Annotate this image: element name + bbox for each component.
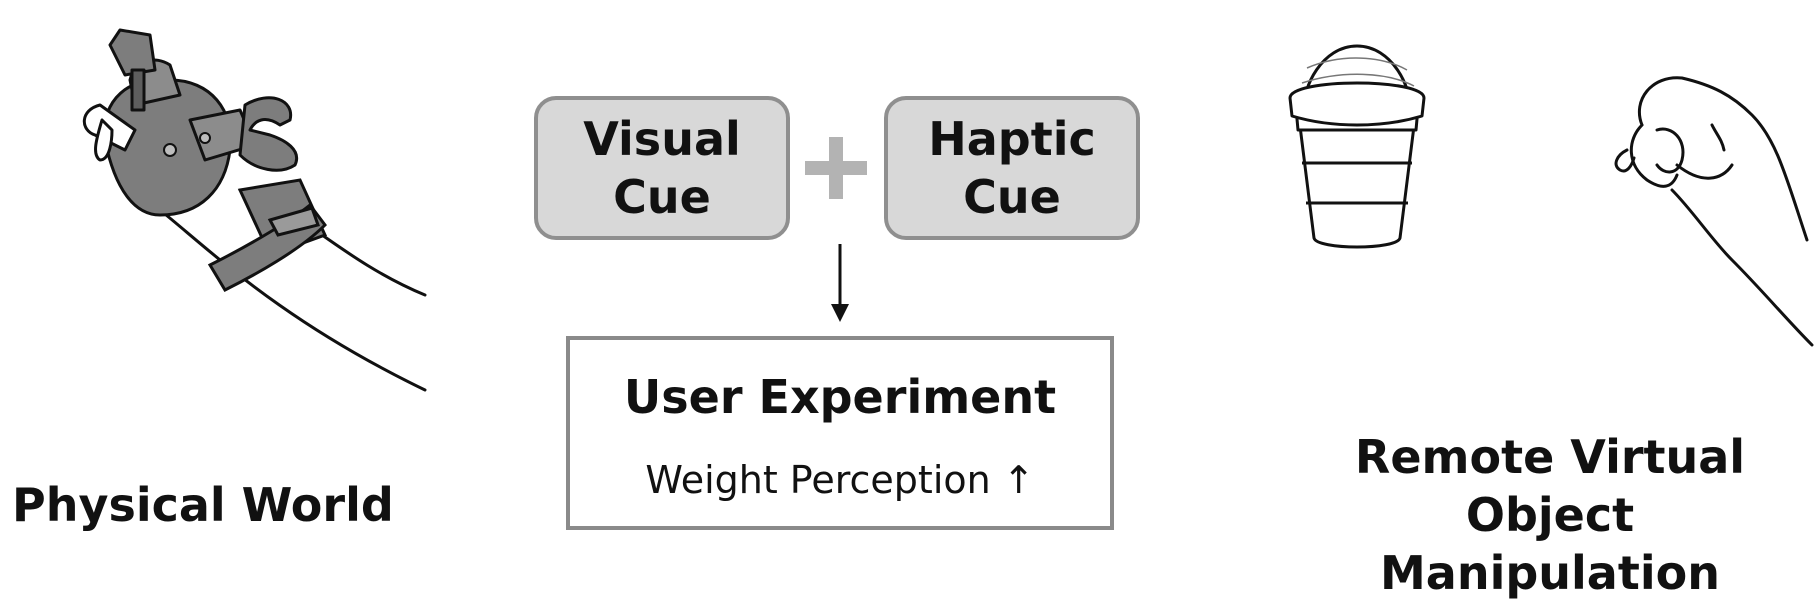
haptic-cue-line2: Cue — [963, 170, 1061, 224]
haptic-cue-box: Haptic Cue — [884, 96, 1140, 240]
coffee-cup-icon — [1288, 44, 1426, 249]
visual-cue-line1: Visual — [583, 112, 741, 166]
remote-manipulation-label: Remote Virtual Object Manipulation — [1290, 428, 1810, 602]
visual-cue-box: Visual Cue — [534, 96, 790, 240]
visual-cue-line2: Cue — [613, 170, 711, 224]
user-experiment-box: User Experiment Weight Perception ↑ — [566, 336, 1114, 530]
pinching-hand-icon — [1614, 76, 1814, 347]
plus-icon — [805, 137, 867, 199]
haptic-cue-line1: Haptic — [928, 112, 1096, 166]
haptic-glove-hand-icon — [82, 28, 427, 392]
remote-label-line1: Remote Virtual Object — [1354, 430, 1746, 542]
experiment-title: User Experiment — [623, 370, 1057, 424]
down-arrow-icon — [831, 244, 849, 322]
remote-label-line2: Manipulation — [1380, 546, 1720, 600]
physical-world-label: Physical World — [12, 478, 394, 532]
experiment-subtitle: Weight Perception ↑ — [645, 458, 1035, 502]
